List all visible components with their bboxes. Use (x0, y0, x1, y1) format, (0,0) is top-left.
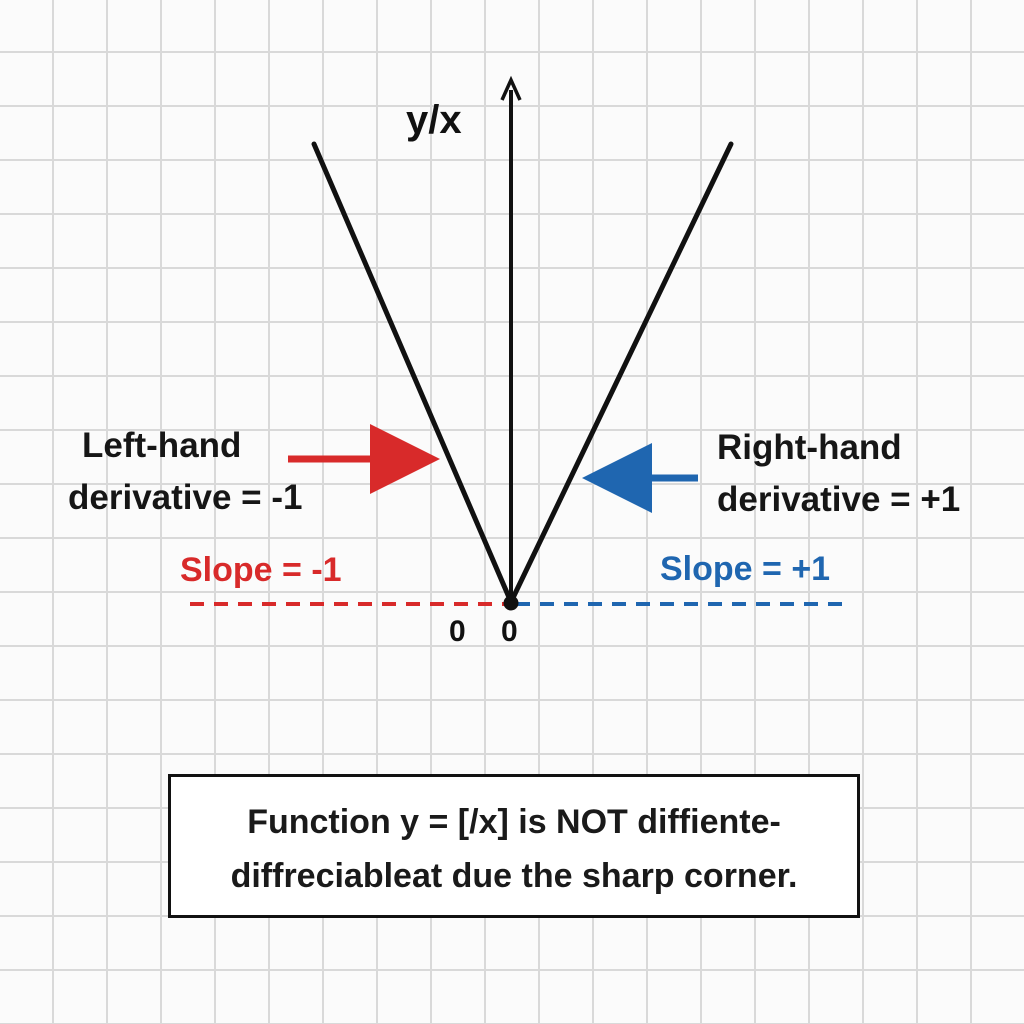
left-note-line2: derivative = -1 (68, 478, 303, 517)
conclusion-line1: Function y = [/x] is NOT diffiente- (247, 803, 781, 841)
left-branch-line (311, 141, 514, 605)
conclusion-box: Function y = [/x] is NOT diffiente- diff… (168, 774, 860, 918)
origin-tick-label-left: 0 (449, 615, 466, 648)
right-slope-label: Slope = +1 (660, 550, 831, 588)
conclusion-line2: diffreciableat due the sharp corner. (230, 857, 798, 895)
right-branch-line (508, 141, 734, 605)
y-axis-label: y/x (406, 98, 462, 142)
right-hand-derivative-note: Right-hand derivative = +1 (717, 422, 960, 526)
y-axis-arrowhead (500, 75, 522, 101)
corner-point (503, 595, 519, 611)
origin-tick-label-right: 0 (501, 615, 518, 648)
left-slope-label: Slope = -1 (180, 551, 342, 589)
right-note-line1: Right-hand (717, 428, 902, 467)
right-note-line2: derivative = +1 (717, 480, 961, 519)
left-hand-derivative-note: Left-hand derivative = -1 (68, 420, 302, 524)
left-note-line1: Left-hand (82, 426, 242, 465)
